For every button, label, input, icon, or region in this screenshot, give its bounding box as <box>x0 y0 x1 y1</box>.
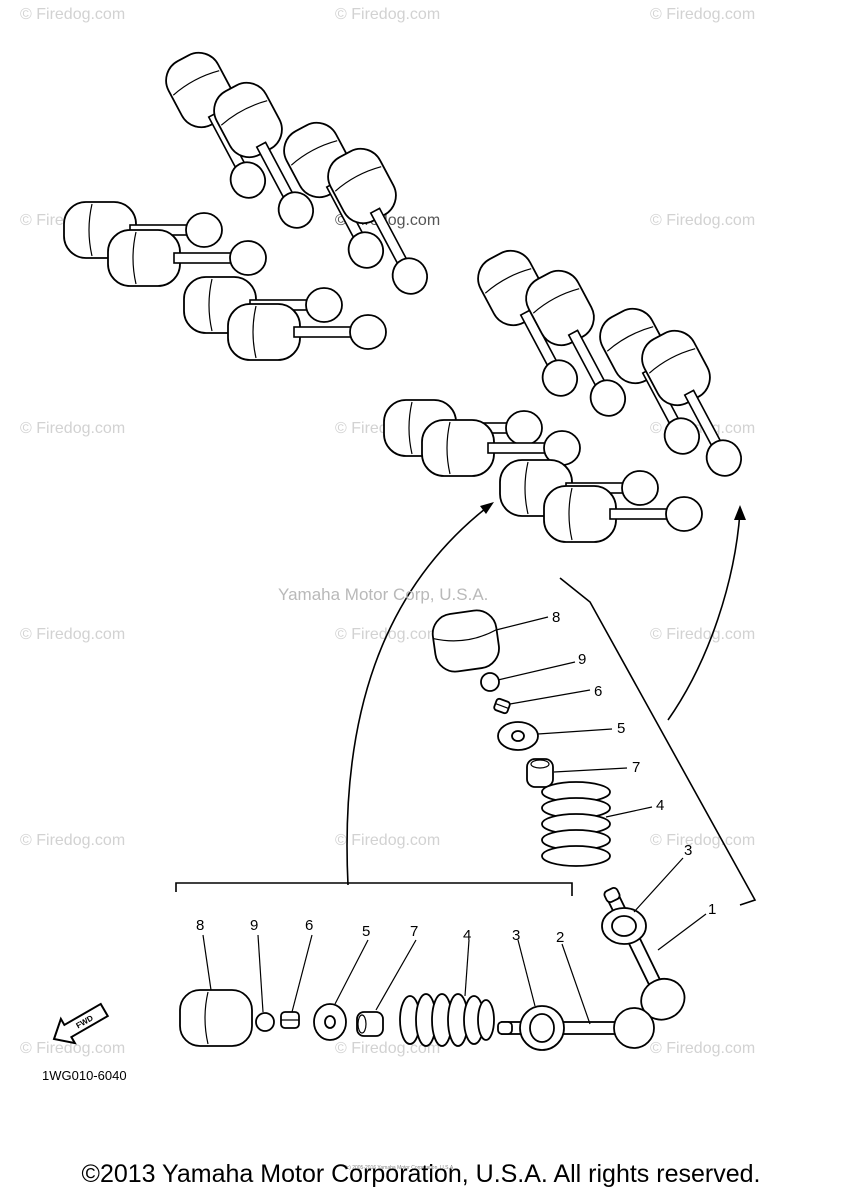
watermark: © Firedog.com <box>650 1040 756 1057</box>
bottom-row-parts <box>179 989 655 1051</box>
watermark: © Firedog.com <box>335 1040 441 1057</box>
part-number-9: 9 <box>250 917 258 934</box>
part-number-3: 3 <box>684 842 692 859</box>
part-number-2: 2 <box>556 929 564 946</box>
part-number-6: 6 <box>305 917 313 934</box>
watermark: © Firedog.com <box>20 832 126 849</box>
arrow-to-mid-right <box>346 504 491 886</box>
part-number-8: 8 <box>552 609 560 626</box>
watermark: © Firedog.com <box>650 212 756 229</box>
part-number-9: 9 <box>578 651 586 668</box>
leader-lines <box>495 616 707 951</box>
part-number-4: 4 <box>463 927 471 944</box>
part-number-4: 4 <box>656 797 664 814</box>
watermark: © Firedog.com <box>20 6 126 23</box>
arrow-to-right <box>667 511 741 721</box>
watermark: © Firedog.com <box>650 626 756 643</box>
watermark: © Firedog.com <box>335 832 441 849</box>
small-copyright: (c) 2005-2016 Yamaha Motor Corporation, … <box>345 1165 455 1171</box>
corp-label: Yamaha Motor Corp, U.S.A. <box>278 585 489 604</box>
bottom-bracket <box>175 882 573 896</box>
watermark: © Firedog.com <box>20 420 126 437</box>
copyright-footer: ©2013 Yamaha Motor Corporation, U.S.A. A… <box>81 1160 761 1188</box>
part-number-1: 1 <box>708 901 716 918</box>
diagram-code: 1WG010-6040 <box>42 1068 127 1083</box>
exploded-assembly <box>431 609 686 1021</box>
valve-group-mid-left <box>63 201 387 361</box>
valve-group-mid-right <box>383 399 703 543</box>
bottom-leader-lines <box>202 934 591 1025</box>
part-number-5: 5 <box>617 720 625 737</box>
part-number-6: 6 <box>594 683 602 700</box>
watermark: © Firedog.com <box>650 6 756 23</box>
part-number-7: 7 <box>632 759 640 776</box>
part-number-5: 5 <box>362 923 370 940</box>
arrow-head <box>480 502 494 514</box>
part-number-3: 3 <box>512 927 520 944</box>
arrow-head <box>734 505 746 520</box>
watermark: © Firedog.com <box>20 1040 126 1057</box>
fwd-arrow-icon: FWD <box>52 1002 110 1045</box>
part-number-8: 8 <box>196 917 204 934</box>
watermark: © Firedog.com <box>335 6 441 23</box>
watermark: © Firedog.com <box>20 626 126 643</box>
watermark: © Firedog.com <box>650 832 756 849</box>
guide-line <box>559 577 757 906</box>
valve-group-upper-left <box>157 44 435 301</box>
part-number-7: 7 <box>410 923 418 940</box>
